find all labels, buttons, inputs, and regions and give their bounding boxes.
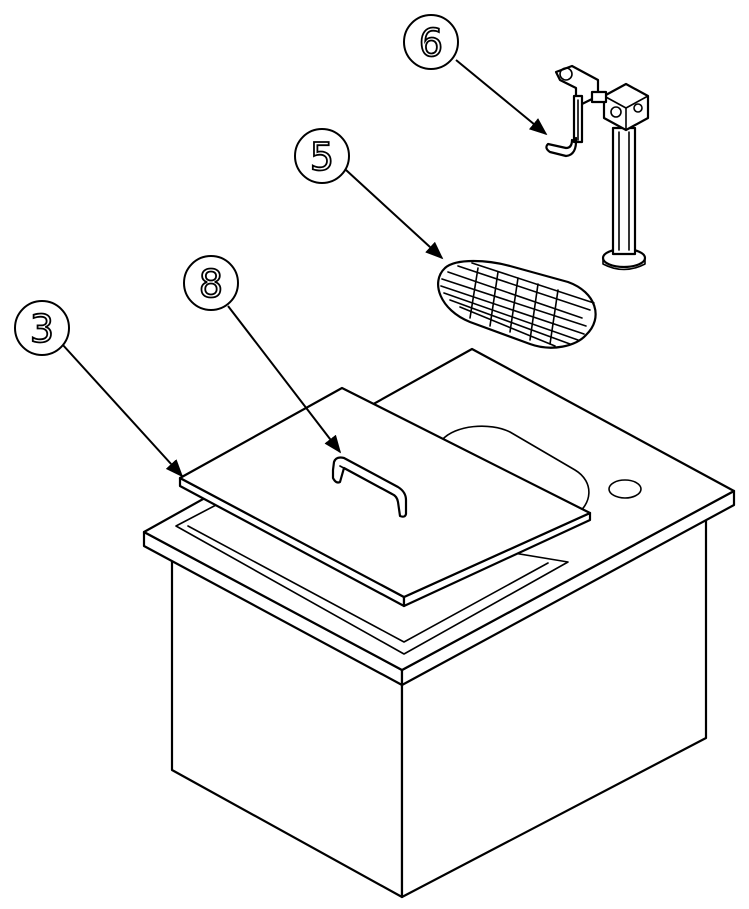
drain-grate (437, 259, 597, 349)
faucet-nozzle (545, 136, 578, 158)
faucet-column (611, 126, 637, 256)
callout-6-label: 6 (419, 21, 443, 65)
callout-3-label: 3 (30, 307, 54, 351)
faucet-hole (608, 479, 642, 499)
callout-3: 3 (14, 300, 184, 478)
callout-3-circle (14, 300, 70, 356)
callout-8: 8 (183, 255, 342, 454)
grate-outline (437, 259, 597, 349)
grate-bars (440, 262, 595, 347)
callout-6-circle (403, 14, 459, 70)
lid-handle (331, 456, 408, 518)
callout-8-label: 8 (199, 262, 223, 306)
callout-5-label: 5 (310, 135, 334, 179)
ice-well-opening (175, 503, 569, 655)
valve-body (602, 82, 650, 132)
callout-5-circle (294, 128, 350, 184)
callout-5: 5 (294, 128, 444, 260)
sink-lid (178, 386, 592, 608)
lid-top (178, 386, 592, 599)
callout-8-circle (183, 255, 239, 311)
callout-6: 6 (403, 14, 548, 136)
ice-well-inner-edge (187, 525, 549, 643)
faucet-assembly (545, 64, 650, 271)
lid-handle-inner (339, 465, 395, 496)
